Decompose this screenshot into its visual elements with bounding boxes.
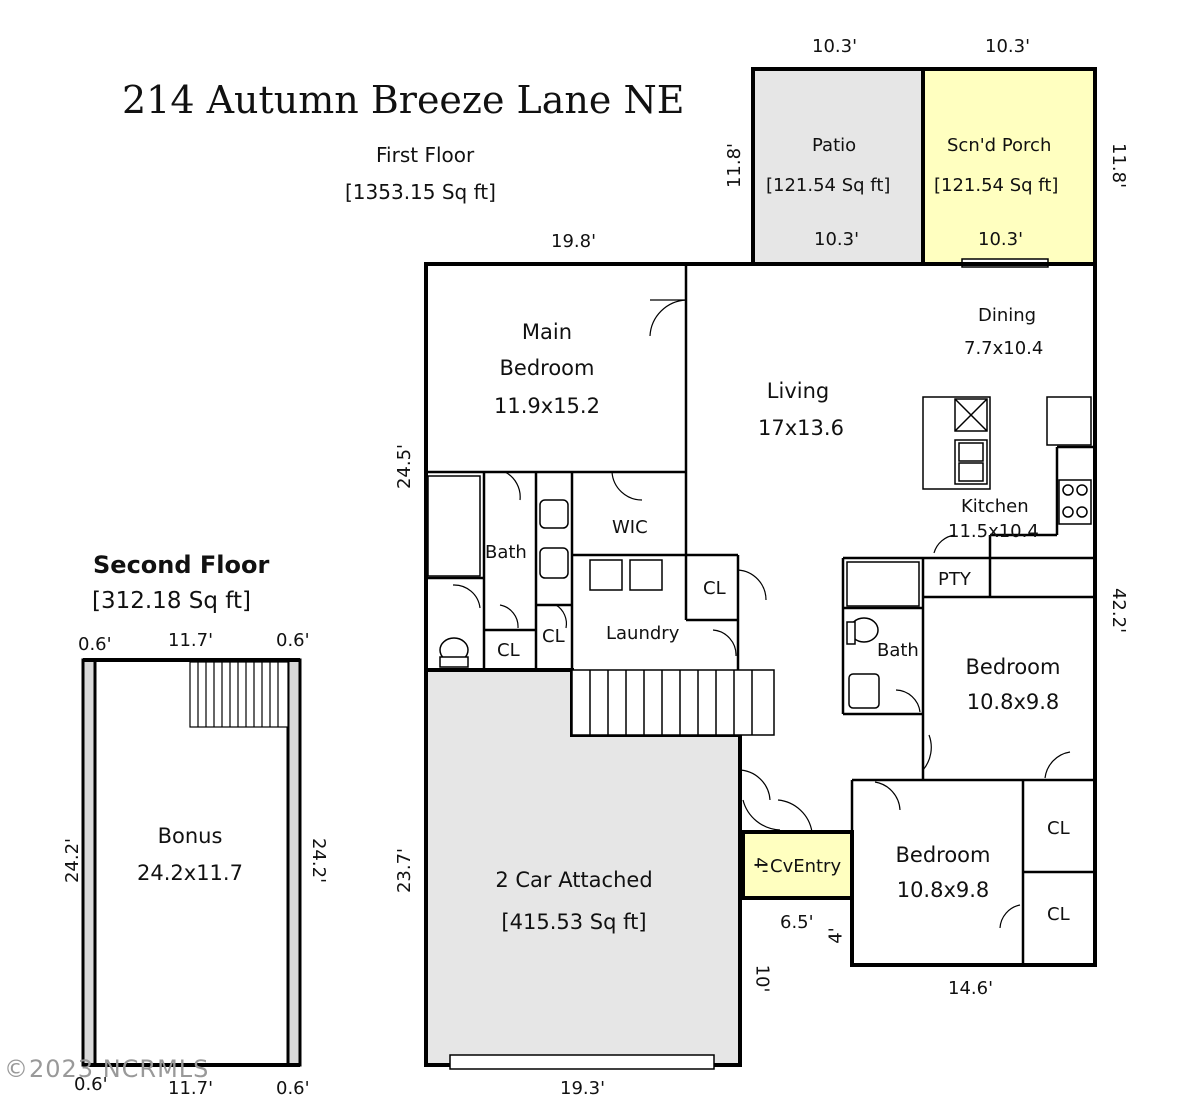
bath1-label: Bath [485, 542, 527, 563]
cl-bedroom3-bottom-label: CL [1047, 904, 1070, 925]
dim-bonus-bottom-right: 0.6' [276, 1078, 310, 1099]
main-bedroom-label-1: Main [521, 320, 573, 344]
dim-patio-side: 11.8' [724, 142, 746, 189]
dim-top-left: 19.8' [551, 231, 597, 252]
stairs-second-floor [189, 661, 289, 728]
porch-area [921, 67, 1097, 266]
dim-left-lower: 23.7' [394, 847, 416, 894]
bath-fixtures [427, 475, 920, 709]
dim-bonus-top-left: 0.6' [78, 634, 112, 655]
cv-entry-label: CvEntry [770, 856, 842, 877]
exterior-wall [424, 262, 1097, 967]
patio-area-label: [121.54 Sq ft] [766, 175, 891, 196]
porch-area-label: [121.54 Sq ft] [934, 175, 1059, 196]
kitchen-fixtures [922, 396, 1092, 525]
dim-bonus-right: 24.2' [308, 837, 330, 884]
cl-wic-label: CL [703, 578, 726, 599]
living-label: Living [766, 379, 830, 403]
dim-porch-top: 10.3' [985, 36, 1031, 57]
dining-label: Dining [978, 305, 1037, 326]
dim-bonus-bottom-mid: 11.7' [168, 1078, 214, 1099]
door-swings [452, 299, 1071, 929]
laundry-label: Laundry [606, 623, 680, 644]
main-bedroom-label-2: Bedroom [499, 356, 595, 380]
cv-entry-area [741, 830, 854, 900]
garage-door [449, 1054, 715, 1070]
cl-bedroom3-top-label: CL [1047, 818, 1070, 839]
patio-label: Patio [812, 135, 857, 156]
kitchen-size: 11.5x10.4 [948, 521, 1039, 542]
plan-title: 214 Autumn Breeze Lane NE [122, 78, 685, 122]
bonus-label: Bonus [157, 824, 223, 848]
dim-entry-width: 6.5' [780, 912, 814, 933]
cl-bath-label: CL [497, 640, 520, 661]
dim-porch-side: 11.8' [1108, 142, 1130, 189]
stairs-first-floor [571, 669, 775, 736]
pty-label: PTY [938, 569, 971, 590]
dim-garage-side: 10' [751, 964, 773, 993]
kitchen-label: Kitchen [961, 496, 1029, 517]
dim-bonus-bottom-left: 0.6' [74, 1074, 108, 1095]
patio-area [751, 67, 925, 266]
dining-size: 7.7x10.4 [964, 338, 1044, 359]
living-size: 17x13.6 [758, 416, 844, 440]
garage-area-label: [415.53 Sq ft] [501, 910, 647, 934]
cl-laundry-label: CL [542, 626, 565, 647]
dim-bedroom3-bottom: 14.6' [948, 978, 994, 999]
dim-bonus-top-mid: 11.7' [168, 630, 214, 651]
bonus-wall-right [286, 658, 302, 1067]
garage-label: 2 Car Attached [495, 868, 653, 892]
bedroom3-size: 10.8x9.8 [896, 878, 990, 902]
porch-label: Scn'd Porch [947, 135, 1052, 156]
dim-patio-top: 10.3' [812, 36, 858, 57]
dim-porch-bottom: 10.3' [978, 229, 1024, 250]
bath2-label: Bath [877, 640, 919, 661]
first-floor-area: [1353.15 Sq ft] [345, 180, 496, 204]
dim-garage-bottom: 19.3' [560, 1078, 606, 1099]
first-floor-label: First Floor [376, 143, 475, 167]
wic-label: WIC [612, 517, 648, 538]
dim-bonus-top-right: 0.6' [276, 630, 310, 651]
dim-left-upper: 24.5' [394, 443, 416, 490]
bedroom2-label: Bedroom [965, 655, 1061, 679]
bonus-size: 24.2x11.7 [137, 861, 243, 885]
bedroom3-label: Bedroom [895, 843, 991, 867]
watermark: ©2023 NCRMLS [4, 1055, 210, 1083]
dim-patio-bottom: 10.3' [814, 229, 860, 250]
interior-walls [426, 264, 1095, 965]
bedroom2-size: 10.8x9.8 [966, 690, 1060, 714]
second-floor-label: Second Floor [93, 551, 270, 579]
second-floor-area: [312.18 Sq ft] [92, 588, 251, 614]
main-bedroom-size: 11.9x15.2 [494, 394, 600, 418]
bonus-wall-left [81, 658, 97, 1067]
dim-right: 42.2' [1108, 587, 1130, 634]
dim-entry-height: 4' [749, 857, 771, 874]
dim-bonus-left: 24.2' [62, 837, 84, 884]
dim-entry-side: 4' [825, 927, 847, 944]
